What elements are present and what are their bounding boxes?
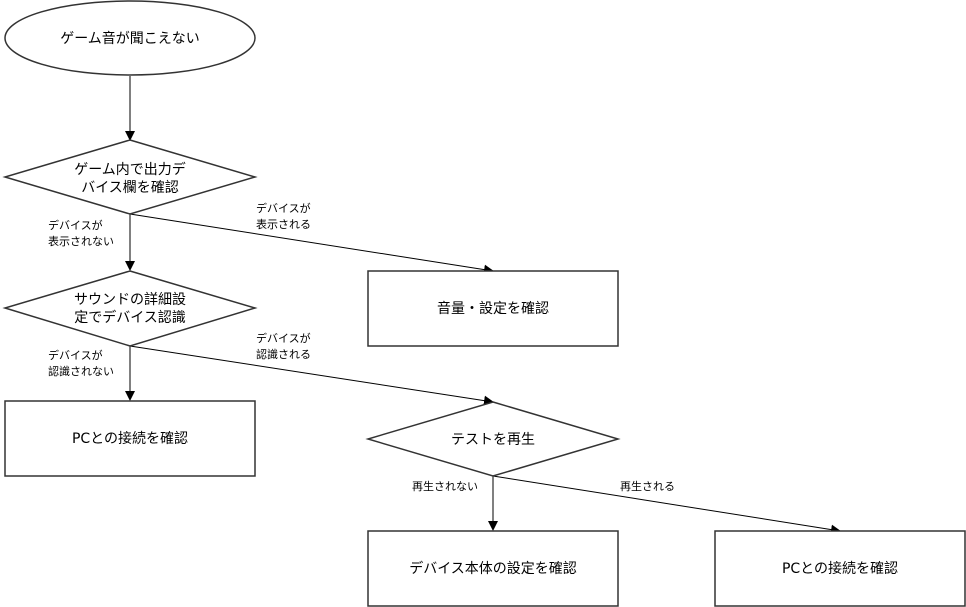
edge-label-played: 再生される bbox=[620, 479, 675, 493]
edge-label-not-recognized-line1: デバイスが bbox=[48, 348, 103, 362]
process-check-volume-label: 音量・設定を確認 bbox=[437, 300, 549, 317]
decision-check-output-device: ゲーム内で出力デ バイス欄を確認 bbox=[2, 139, 258, 215]
start-node-label: ゲーム音が聞こえない bbox=[60, 30, 200, 47]
decision-test-play-label: テストを再生 bbox=[451, 432, 535, 448]
process-check-pc-connection-2: PCとの接続を確認 bbox=[714, 530, 966, 607]
decision-sound-detail: サウンドの詳細設 定でデバイス認識 bbox=[2, 270, 258, 347]
edge-sound-detail-to-test bbox=[129, 345, 494, 406]
edge-label-not-recognized-line2: 認識されない bbox=[48, 364, 114, 378]
edge-test-to-pc-conn-2 bbox=[492, 475, 841, 535]
process-check-device-settings-label: デバイス本体の設定を確認 bbox=[409, 560, 577, 577]
edge-label-recognized-line2: 認識される bbox=[256, 347, 311, 361]
edge-label-not-shown-line2: 表示されない bbox=[48, 234, 114, 248]
edge-label-recognized-line1: デバイスが bbox=[256, 331, 311, 345]
decision-sound-detail-line1: サウンドの詳細設 bbox=[74, 292, 186, 308]
start-node: ゲーム音が聞こえない bbox=[4, 0, 256, 76]
decision-check-output-device-line2: バイス欄を確認 bbox=[81, 180, 179, 196]
edge-label-not-shown-line1: デバイスが bbox=[48, 218, 103, 232]
decision-test-play: テストを再生 bbox=[365, 401, 621, 477]
edge-label-shown-line2: 表示される bbox=[256, 217, 311, 231]
process-check-pc-connection-1-label: PCとの接続を確認 bbox=[72, 430, 188, 447]
process-check-volume: 音量・設定を確認 bbox=[367, 270, 619, 347]
decision-sound-detail-line2: 定でデバイス認識 bbox=[74, 309, 186, 326]
process-check-pc-connection-1: PCとの接続を確認 bbox=[4, 400, 256, 477]
process-check-pc-connection-2-label: PCとの接続を確認 bbox=[782, 560, 898, 577]
process-check-device-settings: デバイス本体の設定を確認 bbox=[367, 530, 619, 607]
edge-check-output-to-volume bbox=[129, 213, 494, 275]
edge-label-shown-line1: デバイスが bbox=[256, 201, 311, 215]
edge-label-not-played: 再生されない bbox=[412, 479, 478, 493]
decision-check-output-device-line1: ゲーム内で出力デ bbox=[74, 161, 186, 178]
